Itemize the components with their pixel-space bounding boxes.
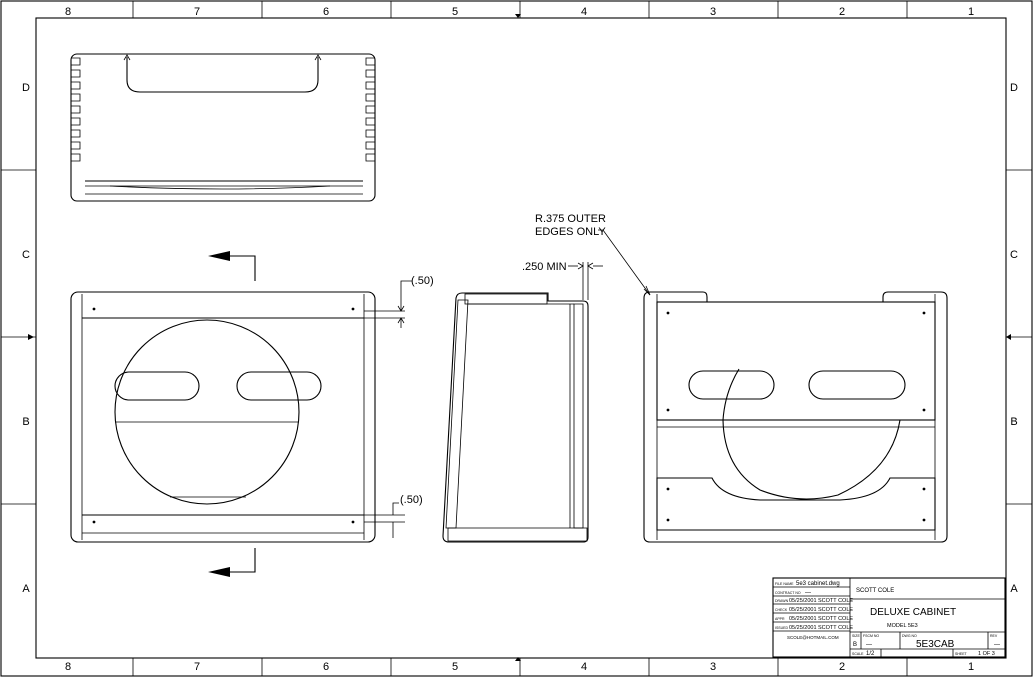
drawn-name: SCOTT COLE	[818, 598, 853, 604]
column-label: 7	[194, 661, 200, 673]
row-label: B	[22, 416, 29, 428]
row-labels: D C B A D C B A	[22, 82, 1018, 595]
drawn-date: 05/25/2001	[789, 598, 817, 604]
rev-label: REV	[990, 634, 998, 638]
sheet-value: 1 OF 3	[978, 651, 995, 657]
column-label: 6	[323, 661, 329, 673]
drawn-label: DRAWN	[775, 599, 789, 603]
column-label: 3	[710, 6, 716, 18]
company-name: SCOTT COLE	[856, 588, 894, 594]
row-label: A	[22, 583, 30, 595]
column-label: 4	[581, 6, 587, 18]
cabinet-top-view	[70, 53, 376, 202]
email-text: SCOLE@HOTMAIL.COM	[787, 635, 839, 640]
check-label: CHECK	[775, 608, 788, 612]
row-label: B	[1010, 416, 1017, 428]
column-label: 7	[194, 6, 200, 18]
dwg-label: DWG NO	[902, 634, 917, 638]
sheet-label: SHEET	[955, 652, 968, 656]
row-label: A	[1010, 583, 1018, 595]
size-value: B	[853, 642, 857, 648]
appr-name: SCOTT COLE	[818, 616, 853, 622]
row-label: D	[1010, 82, 1018, 94]
column-label: 6	[323, 6, 329, 18]
column-label: 1	[968, 6, 974, 18]
column-label: 1	[968, 661, 974, 673]
scale-label: SCALE	[852, 652, 864, 656]
check-name: SCOTT COLE	[818, 607, 853, 613]
column-label: 5	[452, 661, 458, 673]
column-label: 8	[65, 661, 71, 673]
fscm-value: —	[866, 642, 872, 648]
title-block	[772, 577, 1006, 658]
dimension-label-top: (.50)	[411, 275, 434, 287]
appr-date: 05/25/2001	[789, 616, 817, 622]
column-label: 8	[65, 6, 71, 18]
column-labels-bottom: 8 7 6 5 4 3 2 1	[65, 661, 974, 673]
issued-label: ISSUED	[775, 626, 789, 630]
file-label: FILE NAME	[775, 582, 794, 586]
row-label: C	[1010, 249, 1018, 261]
radius-note-line2: EDGES ONLY	[535, 226, 606, 238]
cabinet-front-view	[70, 280, 412, 543]
appr-label: APPR	[775, 617, 785, 621]
issued-name: SCOTT COLE	[818, 625, 853, 631]
column-label: 5	[452, 6, 458, 18]
drawing-title: DELUXE CABINET	[870, 607, 956, 618]
contract-value: —	[805, 590, 811, 596]
dwg-value: 5E3CAB	[916, 639, 955, 650]
min-thickness-label: .250 MIN	[522, 261, 567, 273]
radius-note-line1: R.375 OUTER	[535, 213, 606, 225]
cabinet-side-section	[442, 262, 603, 543]
row-label: D	[22, 82, 30, 94]
drawing-subtitle: MODEL 5E3	[887, 623, 918, 629]
issued-date: 05/25/2001	[789, 625, 817, 631]
section-arrows	[208, 251, 256, 577]
fscm-label: FSCM NO	[863, 634, 879, 638]
rev-value: —	[994, 642, 1000, 648]
size-label: SIZE	[852, 634, 860, 638]
column-label: 3	[710, 661, 716, 673]
contract-label: CONTRACT NO	[775, 591, 801, 595]
check-date: 05/25/2001	[789, 607, 817, 613]
file-value: 5e3 cabinet.dwg	[796, 581, 840, 587]
dimension-label-bottom: (.50)	[400, 494, 423, 506]
column-labels-top: 8 7 6 5 4 3 2 1	[65, 6, 974, 18]
column-label: 2	[839, 6, 845, 18]
column-label: 4	[581, 661, 587, 673]
cabinet-back-view	[598, 229, 948, 543]
row-label: C	[22, 249, 30, 261]
column-label: 2	[839, 661, 845, 673]
scale-value: 1/2	[866, 651, 875, 657]
